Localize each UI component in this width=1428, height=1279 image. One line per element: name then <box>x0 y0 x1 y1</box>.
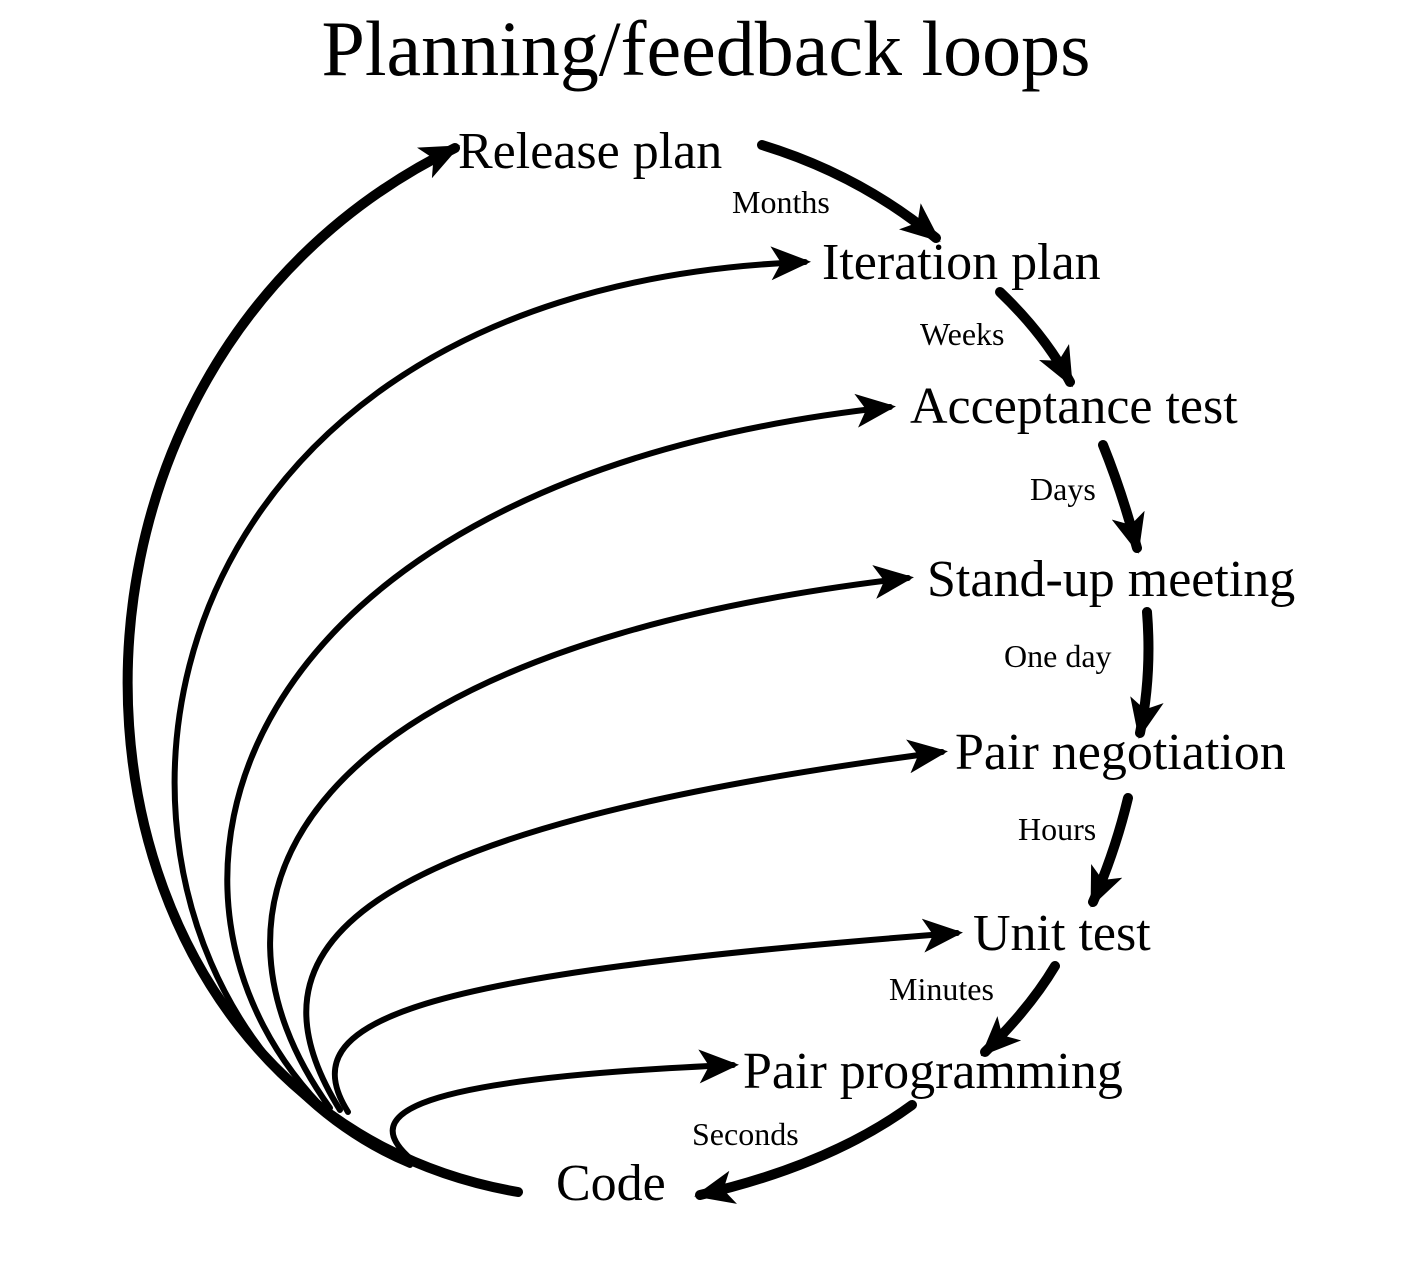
node-unit-test: Unit test <box>973 905 1151 962</box>
feedback-arc-unit-test <box>331 918 963 1115</box>
feedback-arc-pair-negotiation <box>303 739 948 1113</box>
feedback-arc-acceptance-test <box>224 393 896 1118</box>
node-pair-negotiation: Pair negotiation <box>955 724 1286 781</box>
feedback-arc-standup-meeting <box>267 565 914 1111</box>
node-iteration-plan: Iteration plan <box>822 234 1101 291</box>
diagram-title: Planning/feedback loops <box>322 5 1091 92</box>
feedback-arc-pair-programming <box>389 1049 739 1163</box>
arrow-iteration-to-acceptance <box>995 287 1075 388</box>
label-weeks: Weeks <box>920 316 1005 352</box>
label-hours: Hours <box>1018 811 1096 847</box>
node-pair-programming: Pair programming <box>743 1043 1123 1100</box>
label-days: Days <box>1030 471 1096 507</box>
node-release-plan: Release plan <box>458 123 722 180</box>
node-acceptance-test: Acceptance test <box>910 378 1238 435</box>
label-minutes: Minutes <box>889 971 994 1007</box>
node-code: Code <box>556 1155 666 1212</box>
label-months: Months <box>732 184 830 220</box>
arrow-standup-to-negotiation <box>1130 607 1164 739</box>
arrow-release-to-iteration <box>757 140 941 243</box>
label-one-day: One day <box>1004 638 1112 674</box>
arrow-pair-programming-to-code <box>694 1100 917 1204</box>
node-standup-meeting: Stand-up meeting <box>927 551 1295 608</box>
arrow-acceptance-to-standup <box>1098 440 1145 554</box>
arrow-negotiation-to-unit-test <box>1088 793 1133 908</box>
feedback-arc-iteration-plan <box>171 246 811 1168</box>
label-seconds: Seconds <box>692 1116 799 1152</box>
arrow-unit-test-to-pair-programming <box>980 961 1060 1057</box>
